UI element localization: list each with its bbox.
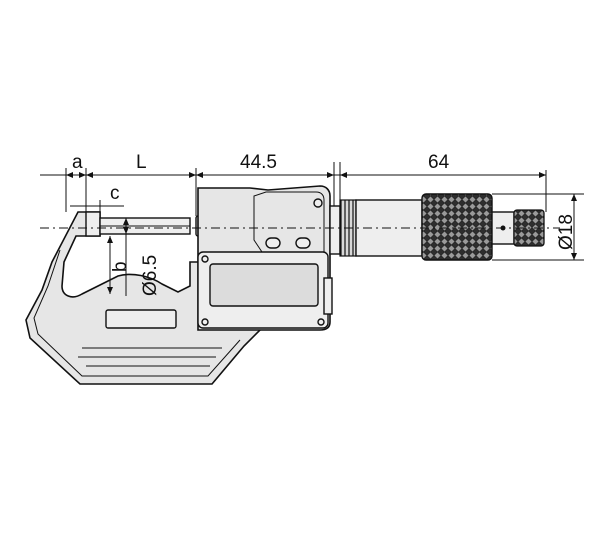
frame (25, 211, 262, 385)
dim-label-L: L (136, 152, 147, 173)
frame-outline (25, 211, 262, 385)
bezel-screw-tl (201, 255, 209, 263)
side-button[interactable] (323, 277, 333, 315)
housing-screw (313, 198, 323, 208)
zero-button[interactable] (265, 237, 281, 249)
button-slots[interactable] (265, 237, 311, 249)
dim-label-a: a (72, 152, 83, 173)
dim-label-spindle-diameter: Ø6.5 (140, 255, 161, 296)
dimension-lines (40, 162, 584, 296)
barrel-assembly (329, 193, 545, 261)
anvil (85, 211, 101, 237)
dim-label-c: c (110, 183, 120, 204)
dim-label-thimble-length: 64 (428, 152, 450, 173)
housing (197, 185, 333, 331)
knurled-thimble[interactable] (421, 193, 493, 261)
bezel-screw-bl (201, 318, 209, 326)
frame-label-plate (105, 309, 177, 329)
barrel-collar (329, 205, 341, 255)
dim-label-thimble-diameter: Ø18 (556, 214, 577, 250)
lcd-display (209, 263, 319, 307)
dim-label-housing-length: 44.5 (240, 152, 277, 173)
dim-label-b: b (110, 261, 131, 272)
frame-inner-edge (33, 249, 241, 377)
bezel-screw-br (317, 318, 325, 326)
mode-button[interactable] (295, 237, 311, 249)
